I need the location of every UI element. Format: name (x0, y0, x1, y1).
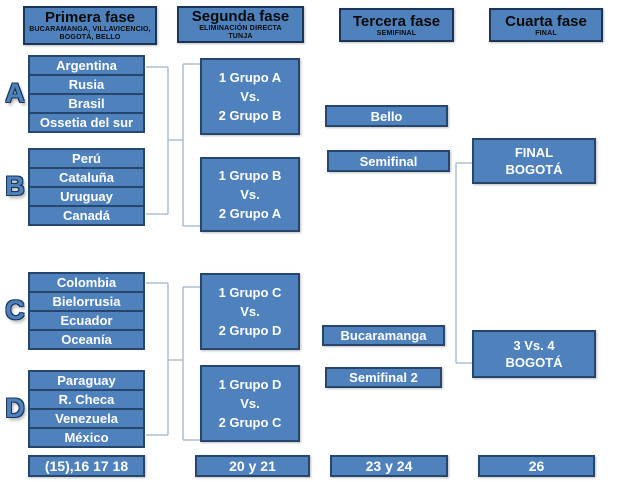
group-a: Argentina Rusia Brasil Ossetia del sur (28, 55, 145, 133)
match-line: Vs. (240, 187, 260, 202)
venue-box-bello: Bello (325, 105, 448, 127)
match-line: Vs. (240, 89, 260, 104)
phase-title: Primera fase (44, 9, 136, 26)
semifinal-2-box: Semifinal 2 (325, 367, 442, 388)
match-line: Vs. (240, 396, 260, 411)
bracket-line-top (146, 63, 200, 227)
phase-title: Cuarta fase (505, 12, 587, 30)
group-b: Perú Cataluña Uruguay Canadá (28, 148, 145, 226)
match-box-c-vs-d: 1 Grupo C Vs. 2 Grupo D (200, 273, 300, 350)
group-d: Paraguay R. Checa Venezuela México (28, 370, 145, 448)
phase-subtitle-line: BOGOTÁ, BELLO (59, 34, 121, 41)
phase-header-primera: Primera fase BUCARAMANGA, VILLAVICENCIO,… (23, 6, 157, 45)
match-line: 1 Grupo D (218, 377, 282, 392)
phase-header-cuarta: Cuarta fase FINAL (489, 8, 603, 42)
bracket-line-final (455, 162, 472, 364)
team-row: Oceanía (28, 329, 145, 350)
team-row: Venezuela (28, 408, 145, 429)
bracket-line-bottom (146, 282, 200, 441)
group-letter-a: A (5, 78, 25, 108)
match-box-a-vs-b: 1 Grupo A Vs. 2 Grupo B (200, 58, 300, 135)
team-row: Brasil (28, 93, 145, 114)
dates-box-tercera: 23 y 24 (330, 455, 448, 477)
team-row: Cataluña (28, 167, 145, 188)
group-letter-b: B (5, 171, 25, 201)
team-row: Paraguay (28, 370, 145, 391)
group-letter-d: D (5, 393, 25, 423)
match-line: 2 Grupo C (218, 415, 282, 430)
team-row: México (28, 427, 145, 448)
final-line: BOGOTÁ (505, 355, 563, 370)
phase-subtitle-line: SEMIFINAL (376, 29, 417, 37)
phase-header-segunda: Segunda fase ELIMINACIÓN DIRECTA TUNJA (177, 6, 304, 43)
team-row: Uruguay (28, 186, 145, 207)
team-row: Bielorrusia (28, 291, 145, 312)
team-row: Argentina (28, 55, 145, 76)
dates-box-cuarta: 26 (478, 455, 595, 477)
match-line: 1 Grupo C (218, 285, 282, 300)
group-letter-c: C (5, 295, 25, 325)
phase-subtitle-line: FINAL (535, 29, 557, 37)
team-row: Ossetia del sur (28, 112, 145, 133)
final-line: BOGOTÁ (505, 162, 563, 177)
team-row: Perú (28, 148, 145, 169)
phase-title: Tercera fase (352, 12, 441, 30)
dates-box-segunda: 20 y 21 (195, 455, 310, 477)
phase-subtitle-line: BUCARAMANGA, VILLAVICENCIO, (29, 26, 151, 33)
match-line: 2 Grupo B (218, 108, 282, 123)
dates-box-primera: (15),16 17 18 (28, 455, 145, 477)
match-box-d-vs-c: 1 Grupo D Vs. 2 Grupo C (200, 365, 300, 442)
team-row: Colombia (28, 272, 145, 293)
phase-title: Segunda fase (191, 8, 290, 25)
match-line: 1 Grupo B (218, 168, 282, 183)
team-row: Rusia (28, 74, 145, 95)
phase-header-tercera: Tercera fase SEMIFINAL (339, 8, 454, 42)
match-line: 2 Grupo D (218, 323, 282, 338)
final-line: FINAL (514, 145, 554, 160)
final-line: 3 Vs. 4 (513, 338, 555, 353)
venue-box-bucaramanga: Bucaramanga (322, 325, 445, 346)
team-row: Ecuador (28, 310, 145, 331)
match-line: 2 Grupo A (218, 206, 282, 221)
phase-subtitle-line: TUNJA (228, 33, 253, 40)
match-line: 1 Grupo A (218, 70, 282, 85)
final-box: FINAL BOGOTÁ (472, 138, 596, 184)
semifinal-box: Semifinal (327, 150, 450, 172)
match-box-b-vs-a: 1 Grupo B Vs. 2 Grupo A (200, 157, 300, 232)
team-row: Canadá (28, 205, 145, 226)
match-line: Vs. (240, 304, 260, 319)
team-row: R. Checa (28, 389, 145, 410)
third-place-box: 3 Vs. 4 BOGOTÁ (472, 330, 596, 378)
phase-subtitle-line: ELIMINACIÓN DIRECTA (199, 25, 282, 32)
group-c: Colombia Bielorrusia Ecuador Oceanía (28, 272, 145, 350)
